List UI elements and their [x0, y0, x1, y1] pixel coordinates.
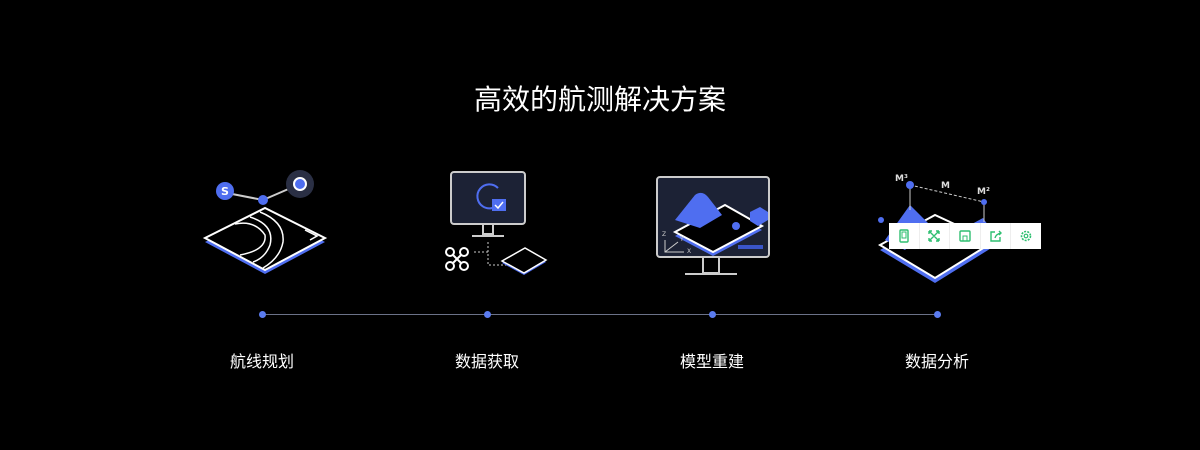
settings-icon — [1020, 230, 1032, 242]
timeline-line — [262, 314, 937, 315]
timeline-dot — [484, 311, 491, 318]
axis-x: X — [687, 248, 691, 255]
axis-y: Y — [679, 236, 684, 243]
share-button[interactable] — [981, 223, 1012, 249]
settings-button[interactable] — [1011, 223, 1041, 249]
model-reconstruction-icon: Z Y X — [656, 176, 770, 275]
timeline-dot — [934, 311, 941, 318]
tablet-button[interactable] — [889, 223, 920, 249]
step-label-data-acquisition: 数据获取 — [454, 352, 519, 371]
timeline-dot — [259, 311, 266, 318]
save-button[interactable] — [950, 223, 981, 249]
axis-z: Z — [662, 231, 666, 238]
share-icon — [989, 230, 1002, 242]
label-m2: M² — [977, 187, 990, 197]
step-label-route-planning: 航线规划 — [229, 352, 294, 371]
label-m3: M³ — [895, 174, 908, 184]
page-title: 高效的航测解决方案 — [473, 83, 726, 116]
save-icon — [959, 230, 971, 242]
floating-toolbar — [889, 223, 1041, 249]
data-acquisition-icon — [445, 171, 548, 275]
fullscreen-button[interactable] — [920, 223, 951, 249]
timeline-dot — [709, 311, 716, 318]
tablet-icon — [899, 229, 909, 243]
route-planning-icon: S — [202, 170, 328, 274]
label-m: M — [941, 181, 950, 191]
step-label-model-reconstruction: 模型重建 — [679, 352, 744, 371]
fullscreen-icon — [928, 230, 941, 242]
start-marker: S — [221, 185, 229, 198]
step-label-data-analysis: 数据分析 — [904, 352, 969, 371]
